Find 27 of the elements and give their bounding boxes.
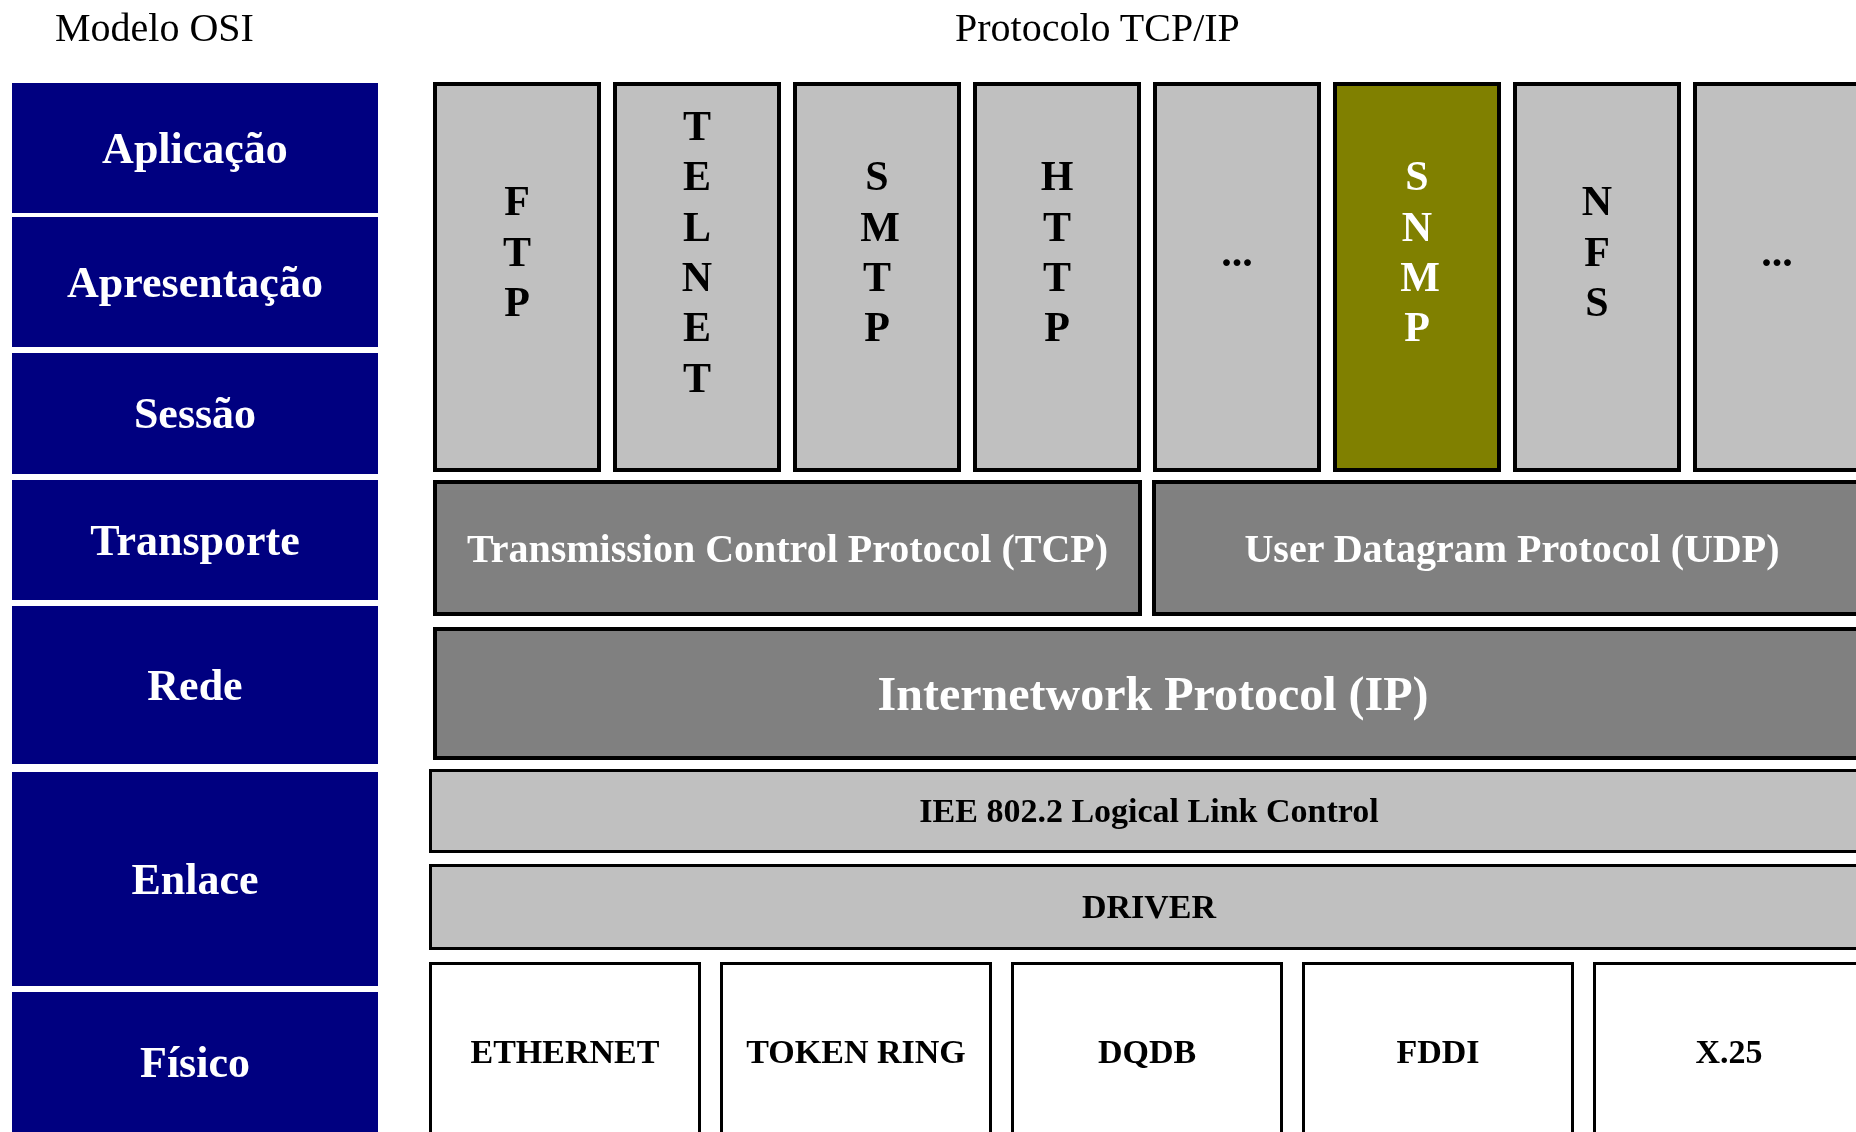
protocol-band: Internetwork Protocol (IP) xyxy=(433,627,1856,760)
protocol-box: NFS xyxy=(1513,82,1681,472)
protocol-box: SMTP xyxy=(793,82,961,472)
protocol-box: TELNET xyxy=(613,82,781,472)
network-box: DQDB xyxy=(1011,962,1283,1132)
osi-layer-box: Transporte xyxy=(12,480,378,600)
column-heading: Protocolo TCP/IP xyxy=(955,4,1240,51)
osi-layer-box: Apresentação xyxy=(12,217,378,347)
osi-layer-box: Sessão xyxy=(12,353,378,474)
protocol-band: IEE 802.2 Logical Link Control xyxy=(429,769,1856,853)
protocol-box: ... xyxy=(1693,82,1856,472)
protocol-box: SNMP xyxy=(1333,82,1501,472)
protocol-box: HTTP xyxy=(973,82,1141,472)
network-box: ETHERNET xyxy=(429,962,701,1132)
column-heading: Modelo OSI xyxy=(55,4,254,51)
protocol-box: FTP xyxy=(433,82,601,472)
network-box: X.25 xyxy=(1593,962,1856,1132)
protocol-band: Transmission Control Protocol (TCP) xyxy=(433,480,1142,616)
osi-layer-box: Enlace xyxy=(12,772,378,986)
network-box: FDDI xyxy=(1302,962,1574,1132)
osi-layer-box: Rede xyxy=(12,606,378,764)
protocol-box: ... xyxy=(1153,82,1321,472)
protocol-band: User Datagram Protocol (UDP) xyxy=(1152,480,1856,616)
osi-layer-box: Físico xyxy=(12,992,378,1132)
osi-layer-box: Aplicação xyxy=(12,83,378,213)
network-box: TOKEN RING xyxy=(720,962,992,1132)
protocol-band: DRIVER xyxy=(429,864,1856,950)
